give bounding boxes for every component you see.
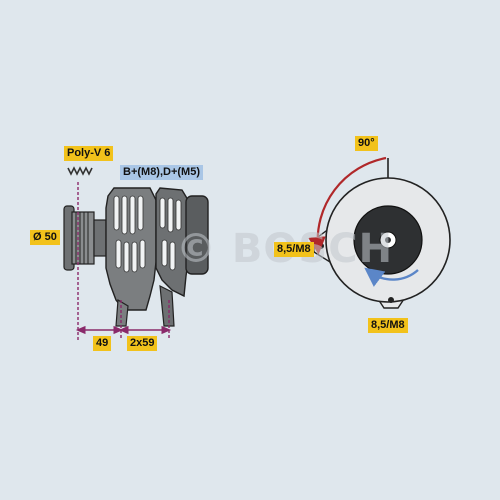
mount-lower-label: 8,5/M8 [368,318,408,333]
rear-cover [185,195,209,275]
alternator-front-view [308,156,451,309]
angle-arrow [308,156,387,255]
mount-upper-label: 8,5/M8 [274,242,314,257]
cooling-vents [113,195,182,273]
dimension-2x59-label: 2x59 [127,336,158,351]
dimension-49-label: 49 [93,336,112,351]
pulley [63,205,107,271]
pulley-diameter-label: Ø 50 [30,230,60,245]
angle-label: 90° [355,136,378,151]
alternator-side-view [63,187,209,327]
rotation-arrow-icon [364,267,419,287]
belt-type-label: Poly-V 6 [64,146,114,161]
mounting-foot-rear [159,284,175,327]
terminals-label: B+(M8),D+(M5) [120,165,204,180]
dimension-lines [75,182,172,340]
poly-v-groove-icon [67,166,93,176]
